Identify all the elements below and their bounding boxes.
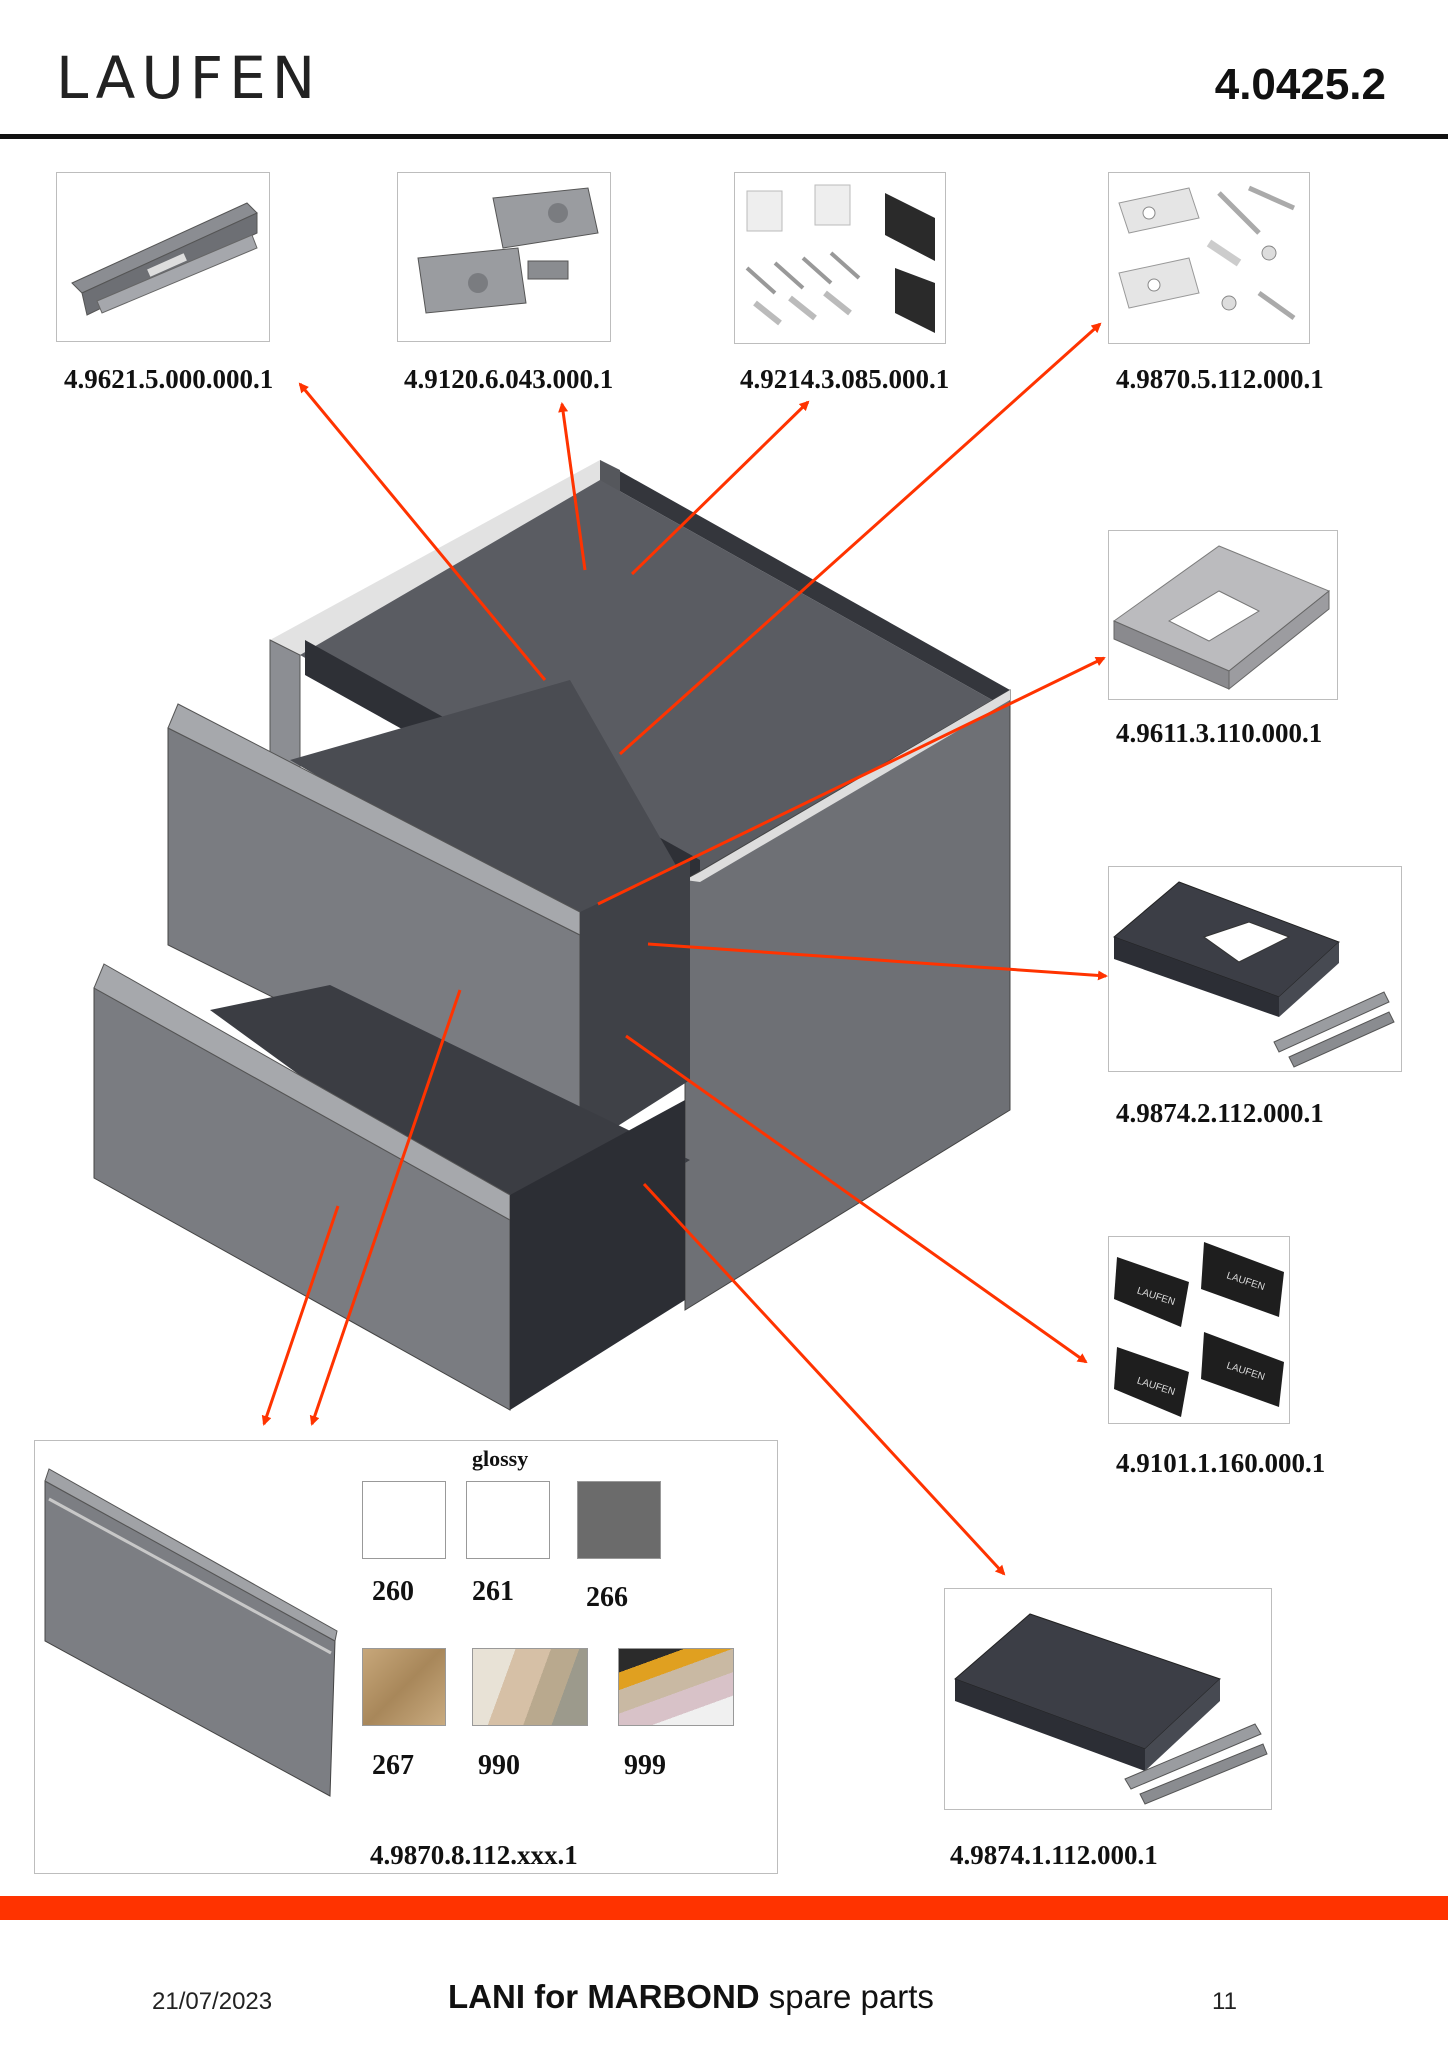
part-code-8: 4.9874.1.112.000.1 (950, 1840, 1158, 1870)
part-code-2: 4.9120.6.043.000.1 (404, 364, 614, 394)
color-code-267: 267 (372, 1750, 414, 1781)
color-swatch-261 (466, 1481, 550, 1559)
cabinet-right-side (684, 689, 1011, 1311)
lower-drawer-interior (210, 985, 690, 1250)
color-swatch-266 (577, 1481, 661, 1559)
cabinet-left-side (269, 639, 301, 1001)
part-image-lower-drawer (944, 1588, 1272, 1810)
cabinet-interior (300, 480, 1010, 880)
part-image-logo-labels: LAUFEN LAUFEN LAUFEN LAUFEN (1108, 1236, 1290, 1424)
footer-title-rest: spare parts (759, 1978, 934, 2015)
cabinet-cross-rail (305, 640, 700, 895)
part-code-7: 4.9101.1.160.000.1 (1116, 1448, 1326, 1478)
wall-mounting-set-icon (745, 184, 935, 333)
hinge-brackets-icon (417, 187, 599, 314)
part-code-1: 4.9621.5.000.000.1 (64, 364, 274, 394)
part-code-6: 4.9874.2.112.000.1 (1116, 1098, 1324, 1128)
footer-date: 21/07/2023 (152, 1988, 273, 2015)
laufen-logo-labels-icon: LAUFEN LAUFEN LAUFEN LAUFEN (1114, 1242, 1284, 1417)
part-image-siphon-insert (1108, 530, 1338, 700)
drawer-runner-rails-icon (71, 202, 258, 316)
callout-arrows (261, 322, 1108, 1576)
color-code-266: 266 (586, 1582, 628, 1613)
part-code-5: 4.9611.3.110.000.1 (1116, 718, 1323, 748)
footer-accent-bar (0, 1896, 1448, 1920)
part-image-runner-rails (56, 172, 270, 342)
cabinet-top-edge (270, 460, 620, 655)
color-code-261: 261 (472, 1576, 514, 1607)
part-image-wall-mounting-set (734, 172, 946, 344)
mounting-brackets-screws-icon (1118, 185, 1296, 321)
header-divider (0, 134, 1448, 139)
document-number: 4.0425.2 (1214, 60, 1386, 109)
upper-drawer-box-icon (1113, 881, 1395, 1068)
color-code-999: 999 (624, 1750, 666, 1781)
lower-drawer-box-icon (954, 1613, 1268, 1805)
color-code-260: 260 (372, 1576, 414, 1607)
lower-drawer-front (93, 987, 511, 1411)
part-image-upper-drawer (1108, 866, 1402, 1072)
color-code-990: 990 (478, 1750, 520, 1781)
color-swatch-267 (362, 1648, 446, 1726)
footer-title: LANI for MARBOND spare parts (448, 1978, 934, 2016)
color-swatch-260 (362, 1481, 446, 1559)
finish-label: glossy (472, 1446, 529, 1471)
color-swatch-999 (618, 1648, 734, 1726)
front-panel-code: 4.9870.8.112.xxx.1 (370, 1840, 578, 1870)
color-swatch-990 (472, 1648, 588, 1726)
part-code-4: 4.9870.5.112.000.1 (1116, 364, 1324, 394)
siphon-cutout-drawer-insert-icon (1112, 545, 1330, 691)
upper-drawer-front (167, 727, 581, 1151)
cabinet-top-rail (600, 460, 1010, 710)
part-image-mounting-brackets (1108, 172, 1310, 344)
footer-page-number: 11 (1212, 1988, 1237, 2015)
part-image-hinge-brackets (397, 172, 611, 342)
footer-title-bold: LANI for MARBOND (448, 1978, 760, 2015)
upper-drawer-interior (290, 680, 690, 940)
part-code-3: 4.9214.3.085.000.1 (740, 364, 950, 394)
brand-logo: LAUFEN (56, 44, 322, 112)
drawer-front-panel-icon (44, 1468, 338, 1797)
